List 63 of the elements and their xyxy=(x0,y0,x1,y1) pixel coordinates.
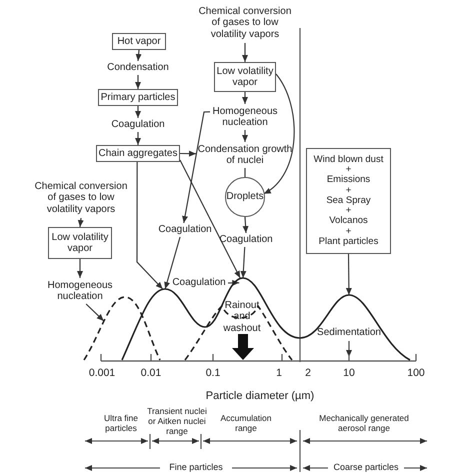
process-box: Hot vapor xyxy=(112,33,166,50)
arrow xyxy=(135,106,141,118)
process-text: Homogeneous nucleation xyxy=(46,278,114,304)
range-label: Fine particles xyxy=(160,462,232,472)
arrow xyxy=(242,216,249,234)
source-text: Plant particles xyxy=(318,236,378,248)
process-box: Low volatility vapor xyxy=(214,62,276,92)
process-box: Low volatility vapor xyxy=(48,227,112,259)
tick-label: 2 xyxy=(304,367,312,380)
arrow xyxy=(264,74,295,194)
arrow xyxy=(86,304,104,322)
arrow xyxy=(164,236,181,290)
range-label: Transient nuclei or Aitken nuclei range xyxy=(147,407,207,436)
tick-label: 1 xyxy=(275,367,283,380)
source-text: Volcanos xyxy=(329,216,368,227)
tick-label: 0.1 xyxy=(204,367,222,380)
distribution-curve xyxy=(300,294,410,361)
range-label: Coarse particles xyxy=(328,462,404,472)
droplets-circle: Droplets xyxy=(225,177,265,217)
distribution-curve xyxy=(121,288,206,360)
arrow xyxy=(242,92,248,104)
source-text: + xyxy=(346,165,352,176)
arrow xyxy=(228,280,240,286)
process-text: Chemical conversion of gases to low volatility vapors xyxy=(34,178,128,218)
process-text: Chemical conversion of gases to low volatility vapors xyxy=(198,3,292,43)
process-text: Condensation xyxy=(100,61,176,75)
process-text: Homogeneous nucleation xyxy=(210,104,280,130)
range-label: Mechanically generated aerosol range xyxy=(318,414,410,434)
source-text: + xyxy=(346,186,352,196)
arrow xyxy=(136,50,142,62)
arrow xyxy=(180,160,241,278)
process-box: Primary particles xyxy=(98,89,178,106)
source-box xyxy=(306,148,391,254)
arrow xyxy=(180,150,196,157)
tick-label: 100 xyxy=(406,367,426,380)
process-text: Coagulation xyxy=(154,223,216,237)
source-text: + xyxy=(346,226,352,237)
process-text: Coagulation xyxy=(106,118,170,132)
process-text: Sedimentation xyxy=(312,326,386,340)
arrow xyxy=(182,111,210,224)
arrow xyxy=(240,246,246,278)
arrow xyxy=(136,162,164,290)
arrow xyxy=(77,259,83,278)
connector-line xyxy=(244,168,246,177)
tick-label: 0.01 xyxy=(140,367,162,380)
process-box: Chain aggregates xyxy=(96,145,180,162)
process-text: Condensation growth of nuclei xyxy=(194,142,296,168)
source-text: + xyxy=(346,206,352,216)
arrow xyxy=(135,75,141,89)
arrow xyxy=(135,132,141,145)
arrow xyxy=(242,130,248,142)
source-text: Wind blown dust xyxy=(314,154,384,166)
process-text: Coagulation xyxy=(170,276,228,290)
arrow xyxy=(78,218,84,228)
tick-label: 0.001 xyxy=(88,367,116,380)
range-label: Ultra fine particles xyxy=(102,414,139,434)
arrow xyxy=(346,254,352,295)
source-text: Emissions xyxy=(326,175,370,186)
axis-title: Particle diameter (µm) xyxy=(204,390,316,403)
range-label: Accumulation range xyxy=(219,414,273,434)
source-text: Sea Spray xyxy=(326,196,371,206)
arrow xyxy=(242,43,248,62)
tick-label: 10 xyxy=(342,367,356,380)
